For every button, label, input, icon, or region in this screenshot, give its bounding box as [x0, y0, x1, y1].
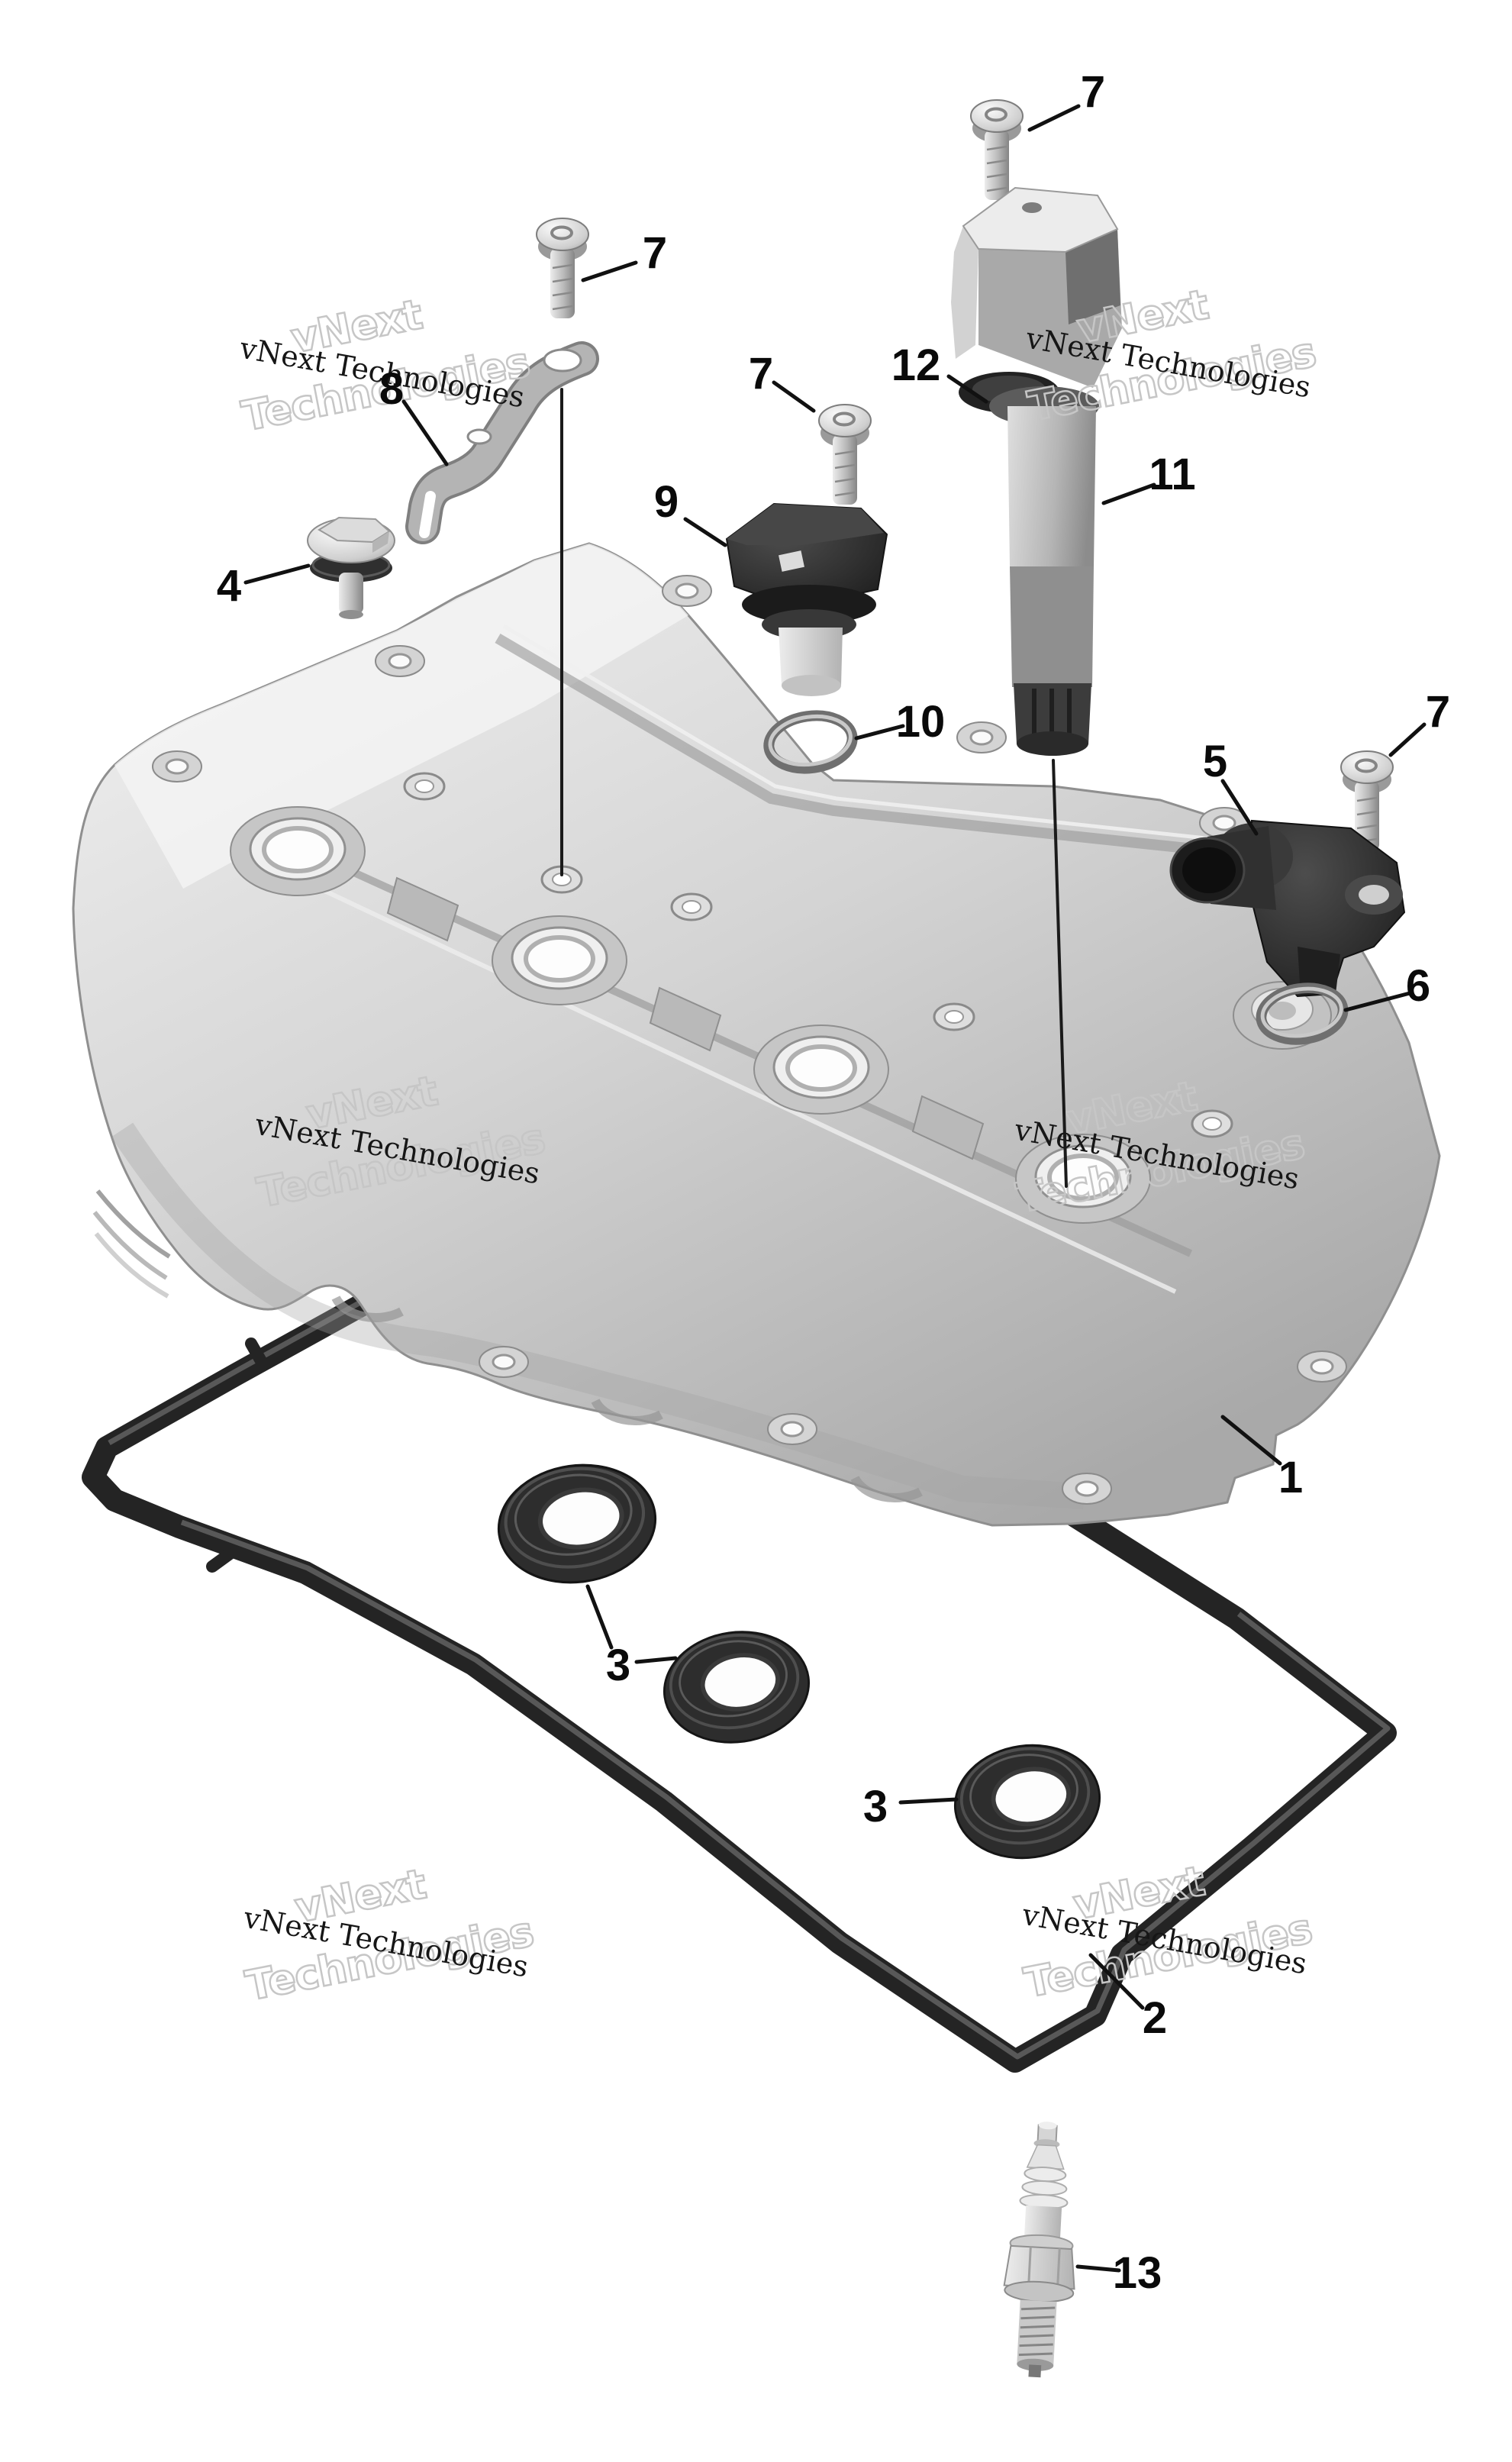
well — [753, 1024, 889, 1115]
torx-screw-bracket — [535, 217, 590, 320]
bracket-strap — [408, 344, 596, 541]
callouts: 7 7 7 7 8 12 11 9 — [217, 67, 1450, 2298]
callout-2: 2 — [1088, 1953, 1167, 2043]
well — [492, 915, 627, 1005]
camshaft-sensor-5 — [1169, 819, 1406, 998]
callout-label: 7 — [749, 349, 773, 399]
callout-label: 9 — [654, 477, 679, 527]
watermark-cluster: vNext Technologies vNext Technologies — [1019, 1856, 1317, 2008]
gasket-notch — [206, 1548, 235, 1573]
cover-corner-fins — [92, 1189, 171, 1299]
camshaft-sensor-9 — [725, 502, 888, 696]
well — [1015, 1134, 1151, 1224]
callout-6: 6 — [1343, 961, 1430, 1012]
callout-label: 8 — [379, 364, 404, 414]
tube-seal-3 — [948, 1736, 1107, 1867]
callout-12: 12 — [891, 340, 988, 404]
sensor9-label-tab — [779, 550, 804, 572]
coil-head-side — [951, 226, 978, 359]
cover-front-arches — [331, 1296, 923, 1503]
callout-7c: 7 — [1388, 687, 1450, 757]
callout-label: 3 — [606, 1641, 630, 1690]
callout-7d: 7 — [749, 349, 816, 413]
callout-label: 12 — [891, 340, 941, 390]
callout-4: 4 — [217, 561, 311, 611]
bolt-shank — [339, 573, 363, 614]
cover-right-boss — [1233, 981, 1332, 1050]
callout-label: 3 — [863, 1782, 888, 1831]
cover-channel-light — [250, 854, 1177, 1294]
callout-5: 5 — [1203, 737, 1259, 836]
coil-boot-mid — [1010, 566, 1094, 687]
callout-label: 6 — [1406, 961, 1430, 1011]
callout-label: 2 — [1143, 1993, 1167, 2043]
ignition-coil — [951, 186, 1122, 756]
sensor9-barrel — [779, 628, 843, 686]
callout-label: 10 — [896, 697, 946, 747]
cover-top-highlight — [114, 544, 688, 889]
callout-13: 13 — [1075, 2248, 1162, 2298]
callout-label: 7 — [643, 228, 667, 278]
torx-screw-sensor9 — [817, 403, 872, 506]
leader-coil-to-well — [1052, 759, 1068, 1188]
tube-seal-1 — [491, 1455, 663, 1592]
valve-cover — [72, 542, 1441, 1527]
callout-8: 8 — [379, 364, 449, 466]
well — [230, 806, 366, 896]
callout-3a: 3 — [585, 1584, 678, 1690]
plug-rib — [1021, 2180, 1068, 2196]
bracket-hole — [543, 348, 582, 373]
flange-bolt — [307, 516, 395, 619]
spark-plug-wells — [230, 806, 1151, 1224]
watermark-cluster: vNext Technologies vNext Technologies — [240, 1859, 538, 2011]
cover-mount-ears — [152, 575, 1347, 1505]
callout-label: 7 — [1081, 67, 1105, 117]
callout-1: 1 — [1220, 1415, 1303, 1502]
callout-label: 7 — [1426, 687, 1450, 737]
callout-11: 11 — [1101, 450, 1196, 505]
callout-label: 4 — [217, 561, 241, 611]
callout-7b: 7 — [581, 228, 667, 282]
callout-label: 11 — [1149, 450, 1195, 499]
cover-bolt-holes — [403, 772, 1233, 1138]
gasket-notch — [245, 1337, 269, 1371]
cover-rib-blocks — [386, 876, 985, 1160]
hold-down-bracket — [405, 341, 599, 544]
bracket-hole — [466, 428, 492, 445]
callout-label: 1 — [1278, 1453, 1303, 1502]
spark-plug — [1003, 2122, 1075, 2378]
coil-boot-upper — [1007, 406, 1096, 566]
cover-rear-edge-shadow — [495, 633, 1252, 860]
callout-label: 5 — [1203, 737, 1227, 786]
plug-hex — [1003, 2244, 1075, 2290]
callout-10: 10 — [854, 697, 946, 747]
plug-electrode — [1028, 2364, 1042, 2378]
bracket-fork-slot — [419, 491, 436, 538]
coil-head-top — [962, 186, 1119, 253]
cover-rear-edge-light — [502, 624, 1249, 845]
torx-screw-top — [969, 98, 1024, 202]
callout-9: 9 — [654, 477, 727, 547]
callout-label: 13 — [1113, 2248, 1162, 2298]
callout-7a: 7 — [1027, 67, 1105, 132]
tube-seal-2 — [657, 1623, 816, 1752]
callout-3b: 3 — [863, 1782, 959, 1831]
